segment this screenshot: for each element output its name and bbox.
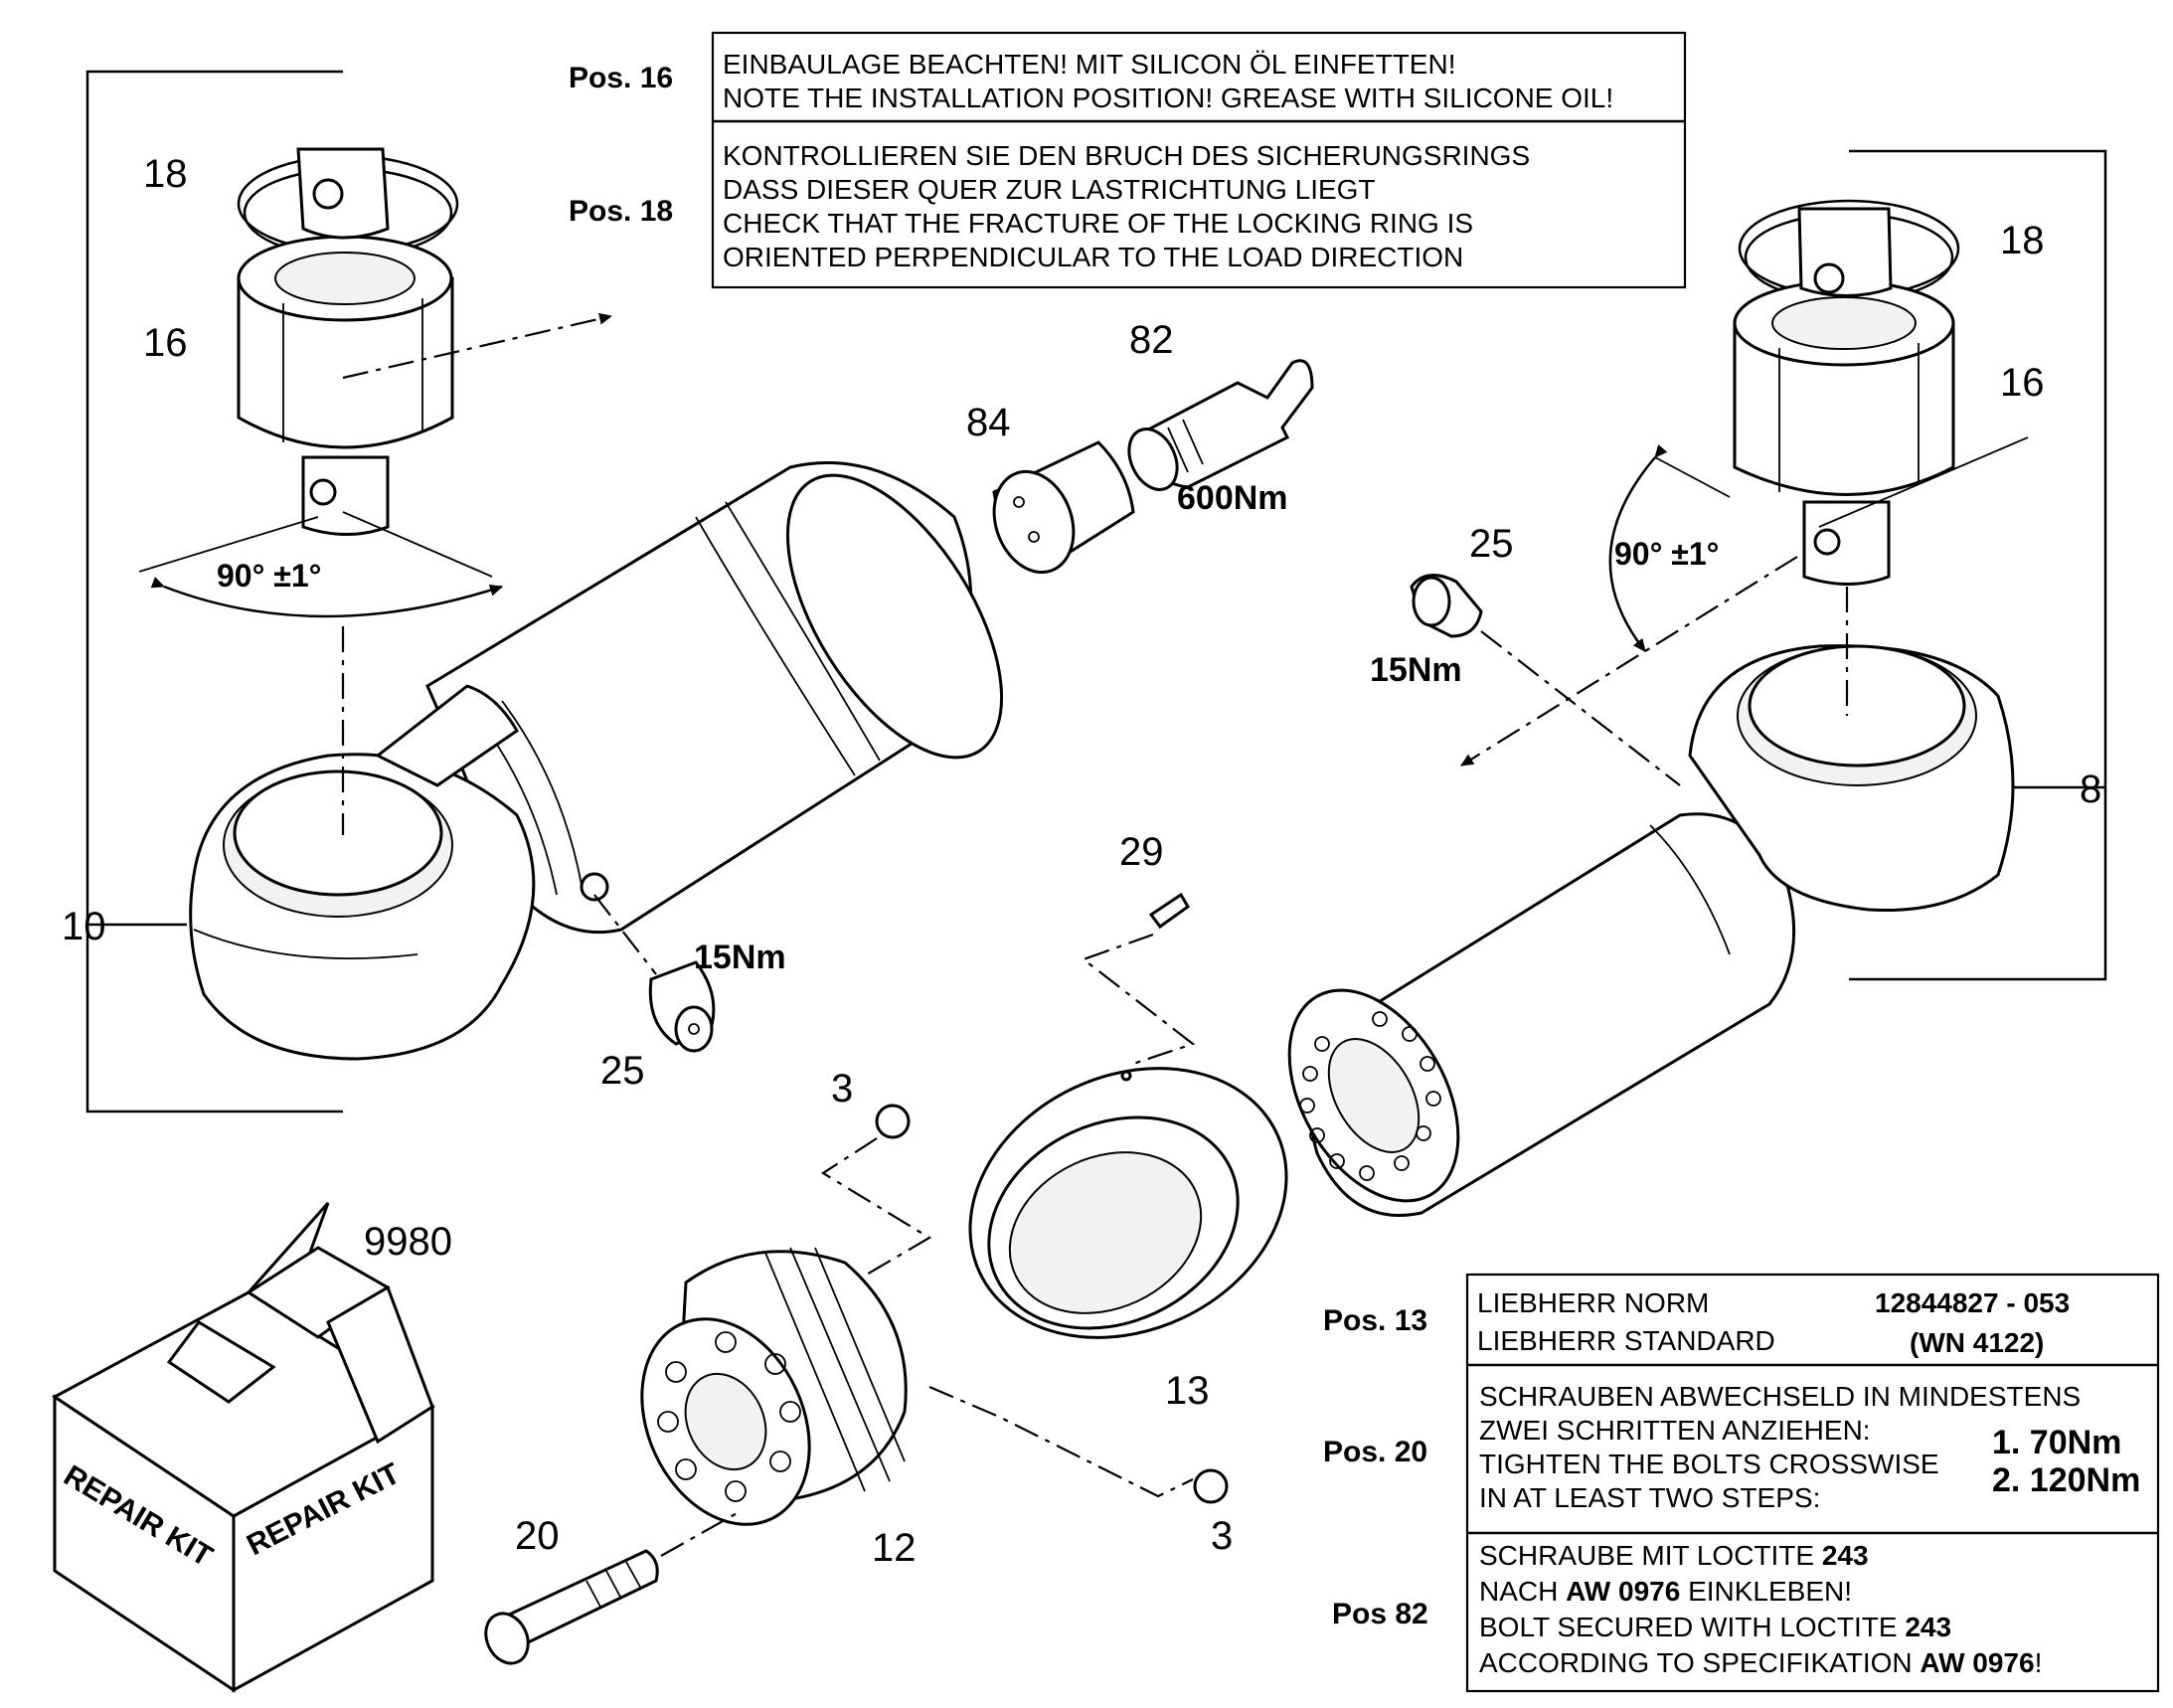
callout-25-right: 25 — [1469, 522, 1514, 566]
bearing-right — [1733, 207, 1955, 586]
pos82-line1: SCHRAUBE MIT LOCTITE 243 — [1479, 1540, 1869, 1571]
set-screw-29 — [1081, 892, 1196, 1066]
callout-20: 20 — [515, 1514, 560, 1558]
piston-bolt-holes — [657, 1331, 801, 1502]
pos20-label: Pos. 20 — [1323, 1436, 1427, 1468]
rod-bolt-holes — [1299, 1011, 1441, 1181]
callout-3-upper: 3 — [831, 1067, 853, 1110]
callout-13: 13 — [1165, 1369, 1210, 1413]
pos18-note-line3: CHECK THAT THE FRACTURE OF THE LOCKING R… — [723, 208, 1473, 239]
bracket-10 — [85, 70, 343, 1113]
callout-18-right: 18 — [2000, 219, 2045, 262]
pos20-line4: IN AT LEAST TWO STEPS: — [1479, 1482, 1820, 1513]
torque-82: 600Nm — [1177, 479, 1288, 517]
pos82-line4: ACCORDING TO SPECIFIKATION AW 0976! — [1479, 1647, 2042, 1678]
pos16-label: Pos. 16 — [569, 62, 673, 94]
bracket-8 — [1849, 149, 2107, 981]
callout-3-lower: 3 — [1211, 1514, 1233, 1558]
fitting-84 — [992, 440, 1135, 575]
callout-12: 12 — [872, 1526, 917, 1570]
ball-lower-leader — [928, 1385, 1194, 1498]
pos20-line3: TIGHTEN THE BOLTS CROSSWISE — [1479, 1449, 1939, 1479]
callout-29: 29 — [1119, 830, 1164, 874]
bearing-left — [237, 147, 454, 536]
callout-9980: 9980 — [364, 1220, 452, 1264]
repair-kit-box — [52, 1202, 435, 1693]
note-box-bottom: LIEBHERR NORM LIEBHERR STANDARD 12844827… — [1465, 1273, 2160, 1693]
callout-18-left: 18 — [143, 152, 188, 196]
head-ring-13 — [968, 1067, 1288, 1339]
pos16-note-line1: EINBAULAGE BEACHTEN! MIT SILICON ÖL EINF… — [723, 49, 1455, 80]
pos18-label: Pos. 18 — [569, 195, 673, 228]
pos20-step1: 1. 70Nm — [1992, 1424, 2121, 1461]
pos20-step2: 2. 120Nm — [1992, 1461, 2140, 1499]
note-box-top: EINBAULAGE BEACHTEN! MIT SILICON ÖL EINF… — [711, 31, 1687, 289]
pos13-line1: LIEBHERR NORM — [1477, 1287, 1709, 1318]
callout-8: 8 — [2080, 768, 2101, 811]
bolt-20 — [484, 1510, 742, 1665]
grease-nipple-right — [1410, 574, 1681, 786]
pos13-number: 12844827 - 053 — [1875, 1287, 2070, 1318]
torque-25-right: 15Nm — [1370, 651, 1462, 689]
pos20-line1: SCHRAUBEN ABWECHSELD IN MINDESTENS — [1479, 1381, 2081, 1412]
cylinder-rod-right — [1287, 587, 2015, 1217]
pos18-note-line1: KONTROLLIEREN SIE DEN BRUCH DES SICHERUN… — [723, 140, 1530, 171]
pos18-note-line4: ORIENTED PERPENDICULAR TO THE LOAD DIREC… — [723, 242, 1463, 272]
pos18-note-line2: DASS DIESER QUER ZUR LASTRICHTUNG LIEGT — [723, 174, 1376, 205]
callout-82: 82 — [1129, 318, 1174, 362]
torque-25-left: 15Nm — [694, 939, 786, 976]
grease-nipple-left — [593, 894, 716, 1053]
callout-10: 10 — [62, 905, 106, 948]
pos13-label: Pos. 13 — [1323, 1304, 1427, 1337]
angle-arc-left — [138, 312, 612, 618]
angle-label-left: 90° ±1° — [217, 558, 321, 594]
cylinder-tube-left — [189, 461, 1004, 1061]
piston-12 — [640, 1247, 908, 1526]
pos82-line3: BOLT SECURED WITH LOCTITE 243 — [1479, 1612, 1951, 1642]
pos13-standard: (WN 4122) — [1910, 1327, 2044, 1358]
fitting-82 — [1127, 359, 1314, 491]
callout-25-left: 25 — [600, 1049, 645, 1093]
callout-16-left: 16 — [143, 321, 188, 365]
ball-upper — [875, 1104, 911, 1139]
angle-label-right: 90° ±1° — [1614, 536, 1719, 572]
pos20-line2: ZWEI SCHRITTEN ANZIEHEN: — [1479, 1415, 1871, 1446]
pos82-label: Pos 82 — [1332, 1598, 1428, 1630]
angle-arc-right — [1460, 436, 2029, 767]
pos82-line2: NACH AW 0976 EINKLEBEN! — [1479, 1576, 1852, 1607]
ball-lower — [1193, 1468, 1229, 1504]
callout-16-right: 16 — [2000, 361, 2045, 405]
pos13-line2: LIEBHERR STANDARD — [1477, 1325, 1775, 1356]
callout-84: 84 — [966, 401, 1011, 444]
pos16-note-line2: NOTE THE INSTALLATION POSITION! GREASE W… — [723, 83, 1613, 113]
